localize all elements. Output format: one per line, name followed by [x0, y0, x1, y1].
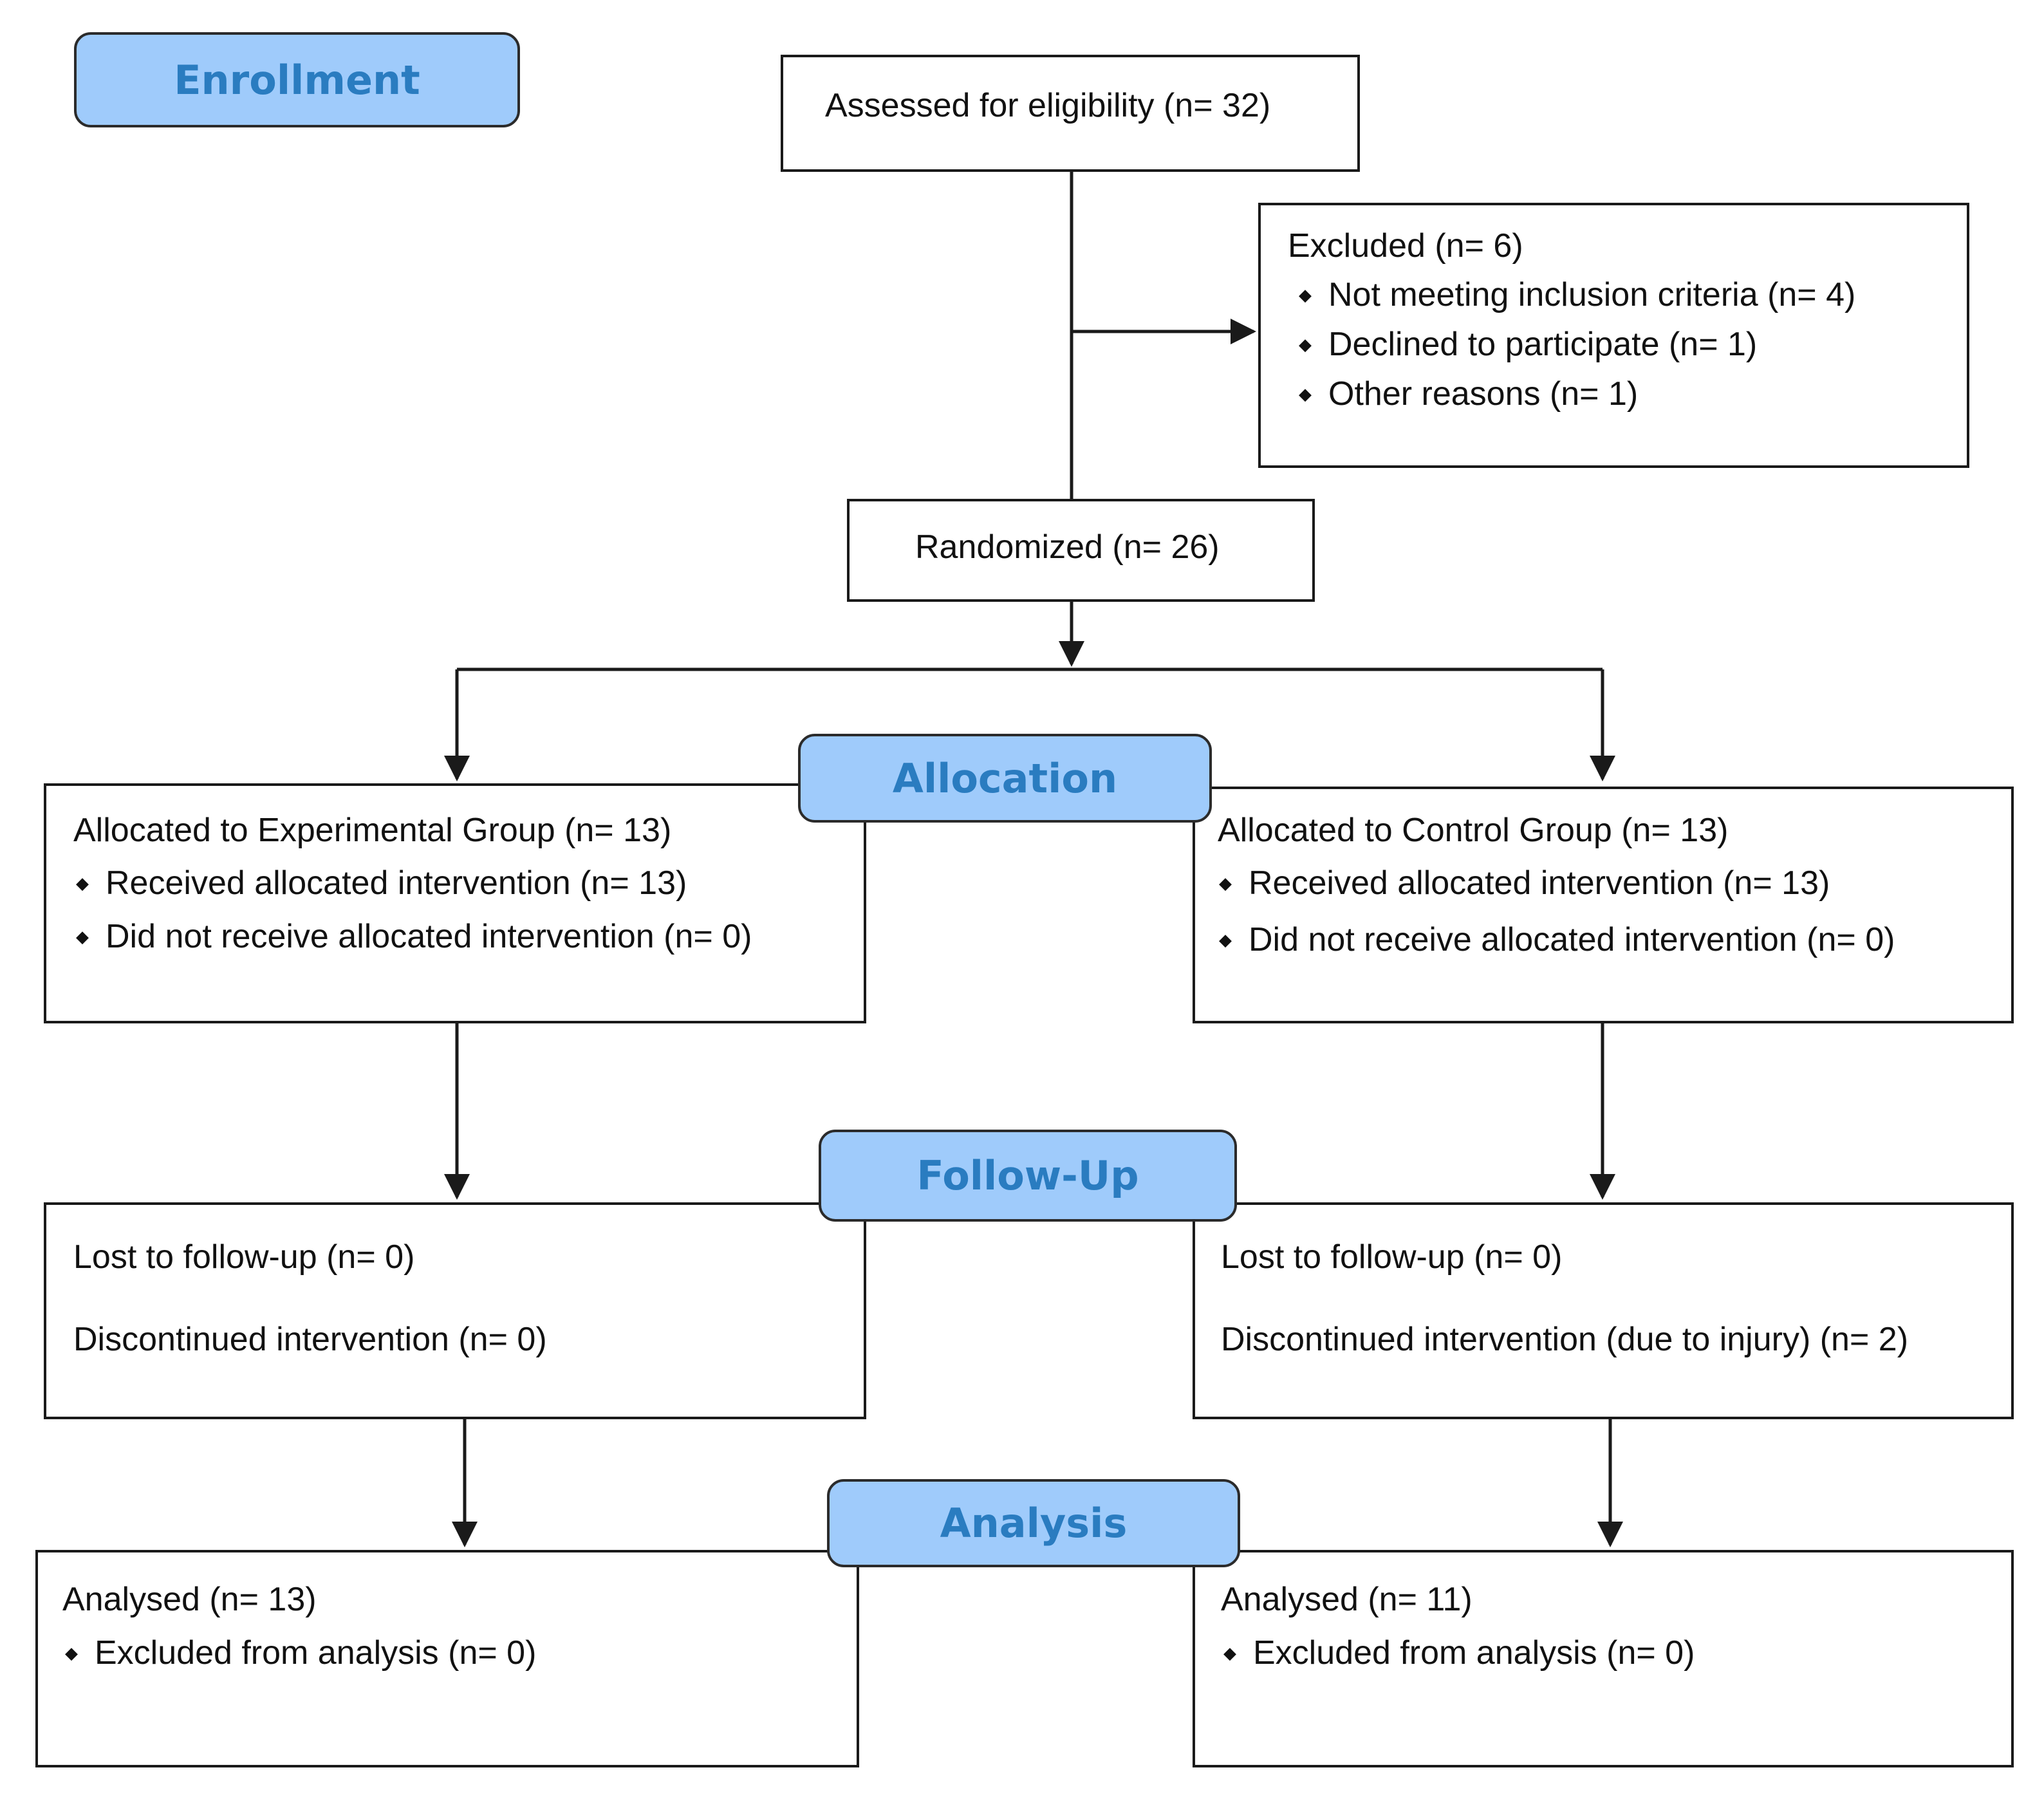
control-allocation-item: Received allocated intervention (n= 13)	[1219, 863, 1830, 903]
experimental-analysis-title: Analysed (n= 13)	[62, 1581, 317, 1618]
experimental-allocation-item: Did not receive allocated intervention (…	[76, 917, 752, 956]
randomized-box: Randomized (n= 26)	[847, 499, 1315, 602]
control-lost-text: Lost to follow-up (n= 0)	[1221, 1238, 1563, 1276]
assessed-box: Assessed for eligibility (n= 32)	[781, 55, 1360, 172]
control-analysis-item: Excluded from analysis (n= 0)	[1223, 1633, 1695, 1673]
excluded-title: Excluded (n= 6)	[1288, 227, 1523, 265]
control-allocation-box: Allocated to Control Group (n= 13) Recei…	[1193, 787, 2014, 1023]
phase-label-follow-up: Follow-Up	[819, 1130, 1237, 1222]
excluded-box: Excluded (n= 6) Not meeting inclusion cr…	[1258, 203, 1969, 468]
phase-label-enrollment: Enrollment	[74, 32, 520, 127]
control-analysis-title: Analysed (n= 11)	[1221, 1581, 1473, 1618]
control-discontinued-text: Discontinued intervention (due to injury…	[1221, 1321, 1909, 1358]
experimental-analysis-box: Analysed (n= 13) Excluded from analysis …	[35, 1550, 859, 1767]
assessed-text: Assessed for eligibility (n= 32)	[825, 87, 1271, 124]
phase-label-analysis: Analysis	[827, 1479, 1240, 1567]
control-allocation-item: Did not receive allocated intervention (…	[1219, 920, 1895, 960]
control-allocation-title: Allocated to Control Group (n= 13)	[1218, 812, 1729, 849]
experimental-allocation-box: Allocated to Experimental Group (n= 13) …	[44, 783, 866, 1023]
experimental-allocation-title: Allocated to Experimental Group (n= 13)	[73, 812, 672, 849]
phase-label-allocation: Allocation	[798, 734, 1212, 823]
experimental-followup-box: Lost to follow-up (n= 0) Discontinued in…	[44, 1202, 866, 1419]
excluded-item: Other reasons (n= 1)	[1299, 374, 1638, 414]
excluded-item: Not meeting inclusion criteria (n= 4)	[1299, 275, 1855, 315]
experimental-analysis-item: Excluded from analysis (n= 0)	[65, 1633, 536, 1673]
experimental-discontinued-text: Discontinued intervention (n= 0)	[73, 1321, 547, 1358]
control-followup-box: Lost to follow-up (n= 0) Discontinued in…	[1193, 1202, 2014, 1419]
control-analysis-box: Analysed (n= 11) Excluded from analysis …	[1193, 1550, 2014, 1767]
excluded-item: Declined to participate (n= 1)	[1299, 324, 1757, 364]
experimental-allocation-item: Received allocated intervention (n= 13)	[76, 863, 687, 903]
experimental-lost-text: Lost to follow-up (n= 0)	[73, 1238, 415, 1276]
randomized-text: Randomized (n= 26)	[915, 528, 1220, 566]
